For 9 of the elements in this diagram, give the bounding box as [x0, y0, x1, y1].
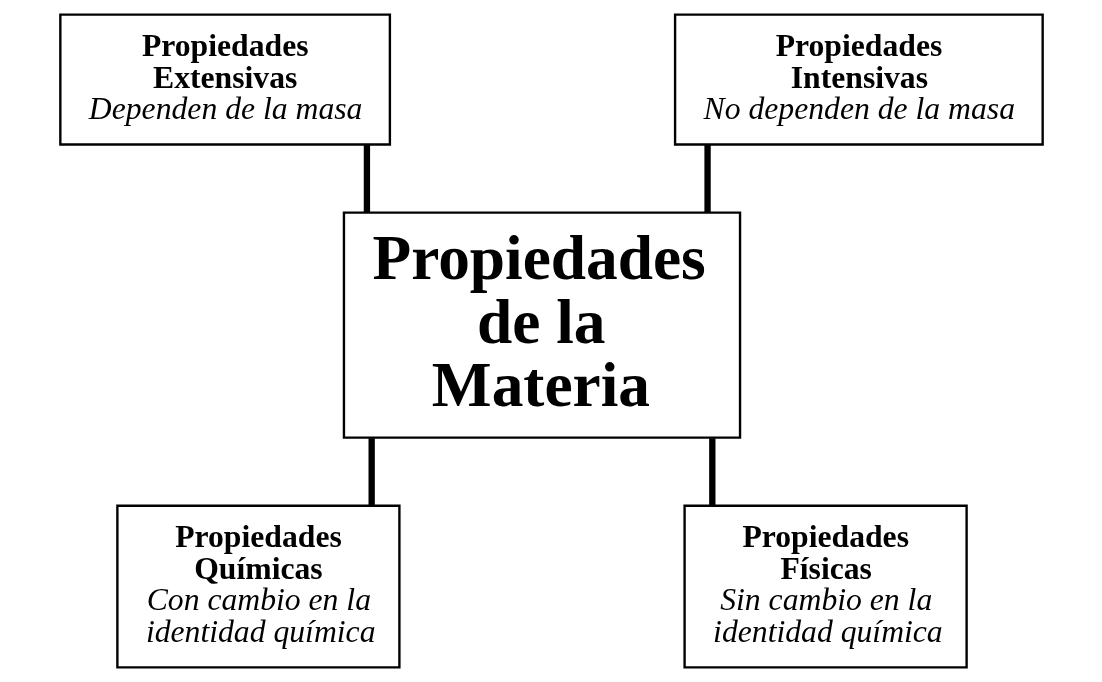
node-box: Propiedades Físicas Sin cambio en la identidad química [682, 504, 968, 669]
connector [703, 144, 711, 213]
node-box: Propiedades de la Materia [342, 211, 741, 439]
connector [368, 438, 375, 506]
node-box: Propiedades Químicas Con cambio en la identidad química [115, 504, 401, 669]
node-box: Propiedades Extensivas Dependen de la masa [58, 13, 391, 146]
connector [708, 438, 715, 506]
node-box: Propiedades Intensivas No dependen de la masa [673, 13, 1044, 146]
connector [363, 144, 370, 213]
